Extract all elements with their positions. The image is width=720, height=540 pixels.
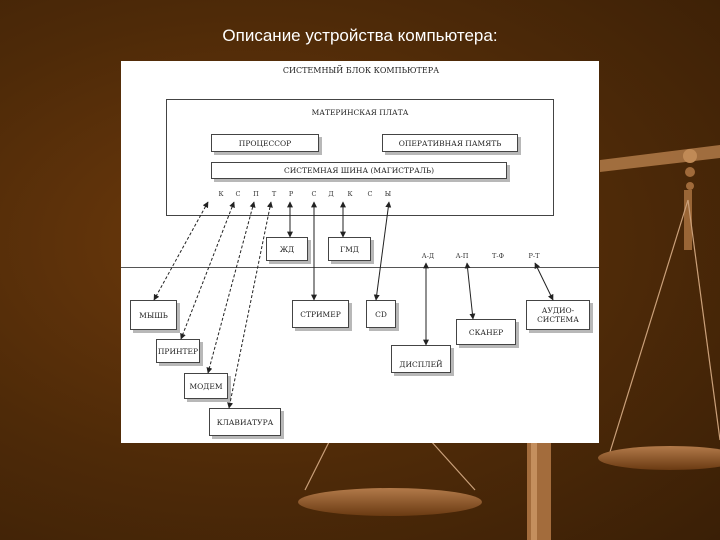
floppy-drive-box: ГМД — [328, 237, 371, 261]
port-5: Р — [288, 190, 294, 198]
system-bus-box: СИСТЕМНАЯ ШИНА (МАГИСТРАЛЬ) — [211, 162, 507, 179]
scanner-link — [464, 262, 476, 320]
slide-title: Описание устройства компьютера: — [222, 26, 498, 45]
motherboard-label: МАТЕРИНСКАЯ ПЛАТА — [311, 108, 409, 117]
port-7: Д — [328, 190, 334, 198]
extra-port-1: А-Д — [421, 252, 435, 260]
port-9: С — [367, 190, 373, 198]
port-4: Т — [271, 190, 277, 198]
processor-box: ПРОЦЕССОР — [211, 134, 319, 152]
port-10: Ы — [384, 190, 392, 198]
port-3: П — [253, 190, 259, 198]
printer-link — [180, 201, 235, 340]
audio-system-box: АУДИО-СИСТЕМА — [526, 300, 590, 330]
port-2: С — [235, 190, 241, 198]
system-block-boundary — [121, 267, 599, 268]
streamer-box: СТРИМЕР — [292, 300, 349, 328]
modem-link — [206, 201, 256, 374]
cd-link — [373, 201, 392, 301]
extra-port-3: Т-Ф — [492, 252, 504, 260]
mouse-box: МЫШЬ — [130, 300, 177, 330]
mouse-link — [153, 201, 209, 301]
port-1: К — [218, 190, 224, 198]
display-box: ДИСПЛЕЙ — [391, 345, 451, 373]
cd-box: CD — [366, 300, 396, 328]
computer-structure-diagram: СИСТЕМНЫЙ БЛОК КОМПЬЮТЕРА МАТЕРИНСКАЯ ПЛ… — [121, 61, 599, 443]
connection-arrows — [153, 201, 554, 409]
ram-box: ОПЕРАТИВНАЯ ПАМЯТЬ — [382, 134, 518, 152]
port-6: С — [311, 190, 317, 198]
audio-system-link — [534, 262, 554, 301]
printer-box: ПРИНТЕР — [156, 339, 200, 363]
keyboard-link — [227, 201, 273, 409]
extra-port-2: А-П — [455, 252, 469, 260]
keyboard-box: КЛАВИАТУРА — [209, 408, 281, 436]
scanner-box: СКАНЕР — [456, 319, 516, 345]
system-block-label: СИСТЕМНЫЙ БЛОК КОМПЬЮТЕРА — [282, 66, 440, 75]
extra-port-4: Р-Т — [528, 252, 540, 260]
modem-box: МОДЕМ — [184, 373, 228, 399]
port-8: К — [347, 190, 353, 198]
motherboard-box: МАТЕРИНСКАЯ ПЛАТА — [166, 99, 554, 216]
